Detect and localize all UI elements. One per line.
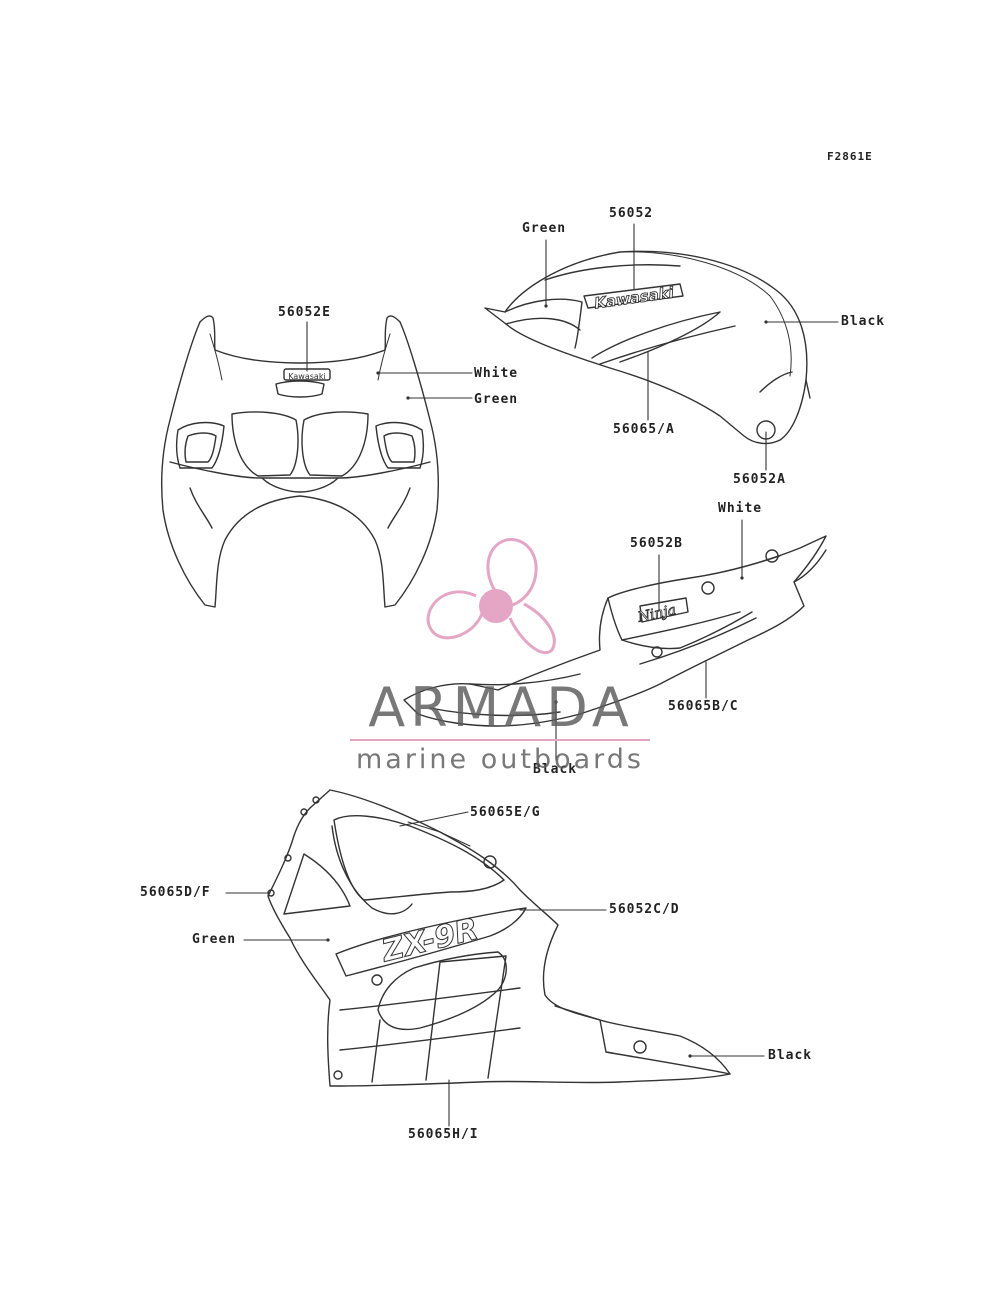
label-tank-black: Black bbox=[841, 314, 886, 329]
label-56052e: 56052E bbox=[278, 305, 331, 320]
cowl-logo: Kawasaki bbox=[288, 372, 325, 381]
label-56065e-g: 56065E/G bbox=[470, 805, 541, 820]
leader-lines bbox=[225, 223, 839, 1127]
label-tank-green: Green bbox=[522, 221, 567, 236]
side-fairing bbox=[267, 789, 731, 1087]
label-56052c-d: 56052C/D bbox=[609, 902, 680, 917]
tail-cowl bbox=[403, 535, 827, 727]
label-tail-black: Black bbox=[533, 762, 578, 777]
fuel-tank bbox=[484, 250, 811, 445]
label-56065b-c: 56065B/C bbox=[668, 699, 739, 714]
label-56052b: 56052B bbox=[630, 536, 683, 551]
label-56065-a: 56065/A bbox=[613, 422, 675, 437]
label-fairing-green: Green bbox=[192, 932, 237, 947]
label-tail-white: White bbox=[718, 501, 763, 516]
watermark-tagline: marine outboards bbox=[355, 744, 644, 775]
label-cowl-white: White bbox=[474, 366, 519, 381]
leader-dots bbox=[326, 304, 768, 1058]
label-56052: 56052 bbox=[609, 206, 654, 221]
label-56065d-f: 56065D/F bbox=[140, 885, 211, 900]
fairing-logo: ZX-9R bbox=[377, 912, 481, 970]
watermark-divider bbox=[350, 739, 650, 741]
figure-code: F2861E bbox=[827, 150, 873, 163]
label-fairing-black: Black bbox=[768, 1048, 813, 1063]
label-56052a: 56052A bbox=[733, 472, 786, 487]
label-cowl-green: Green bbox=[474, 392, 519, 407]
upper-cowl bbox=[160, 315, 440, 608]
label-56065h-i: 56065H/I bbox=[408, 1127, 479, 1142]
watermark-brand: ARMADA bbox=[368, 676, 634, 739]
